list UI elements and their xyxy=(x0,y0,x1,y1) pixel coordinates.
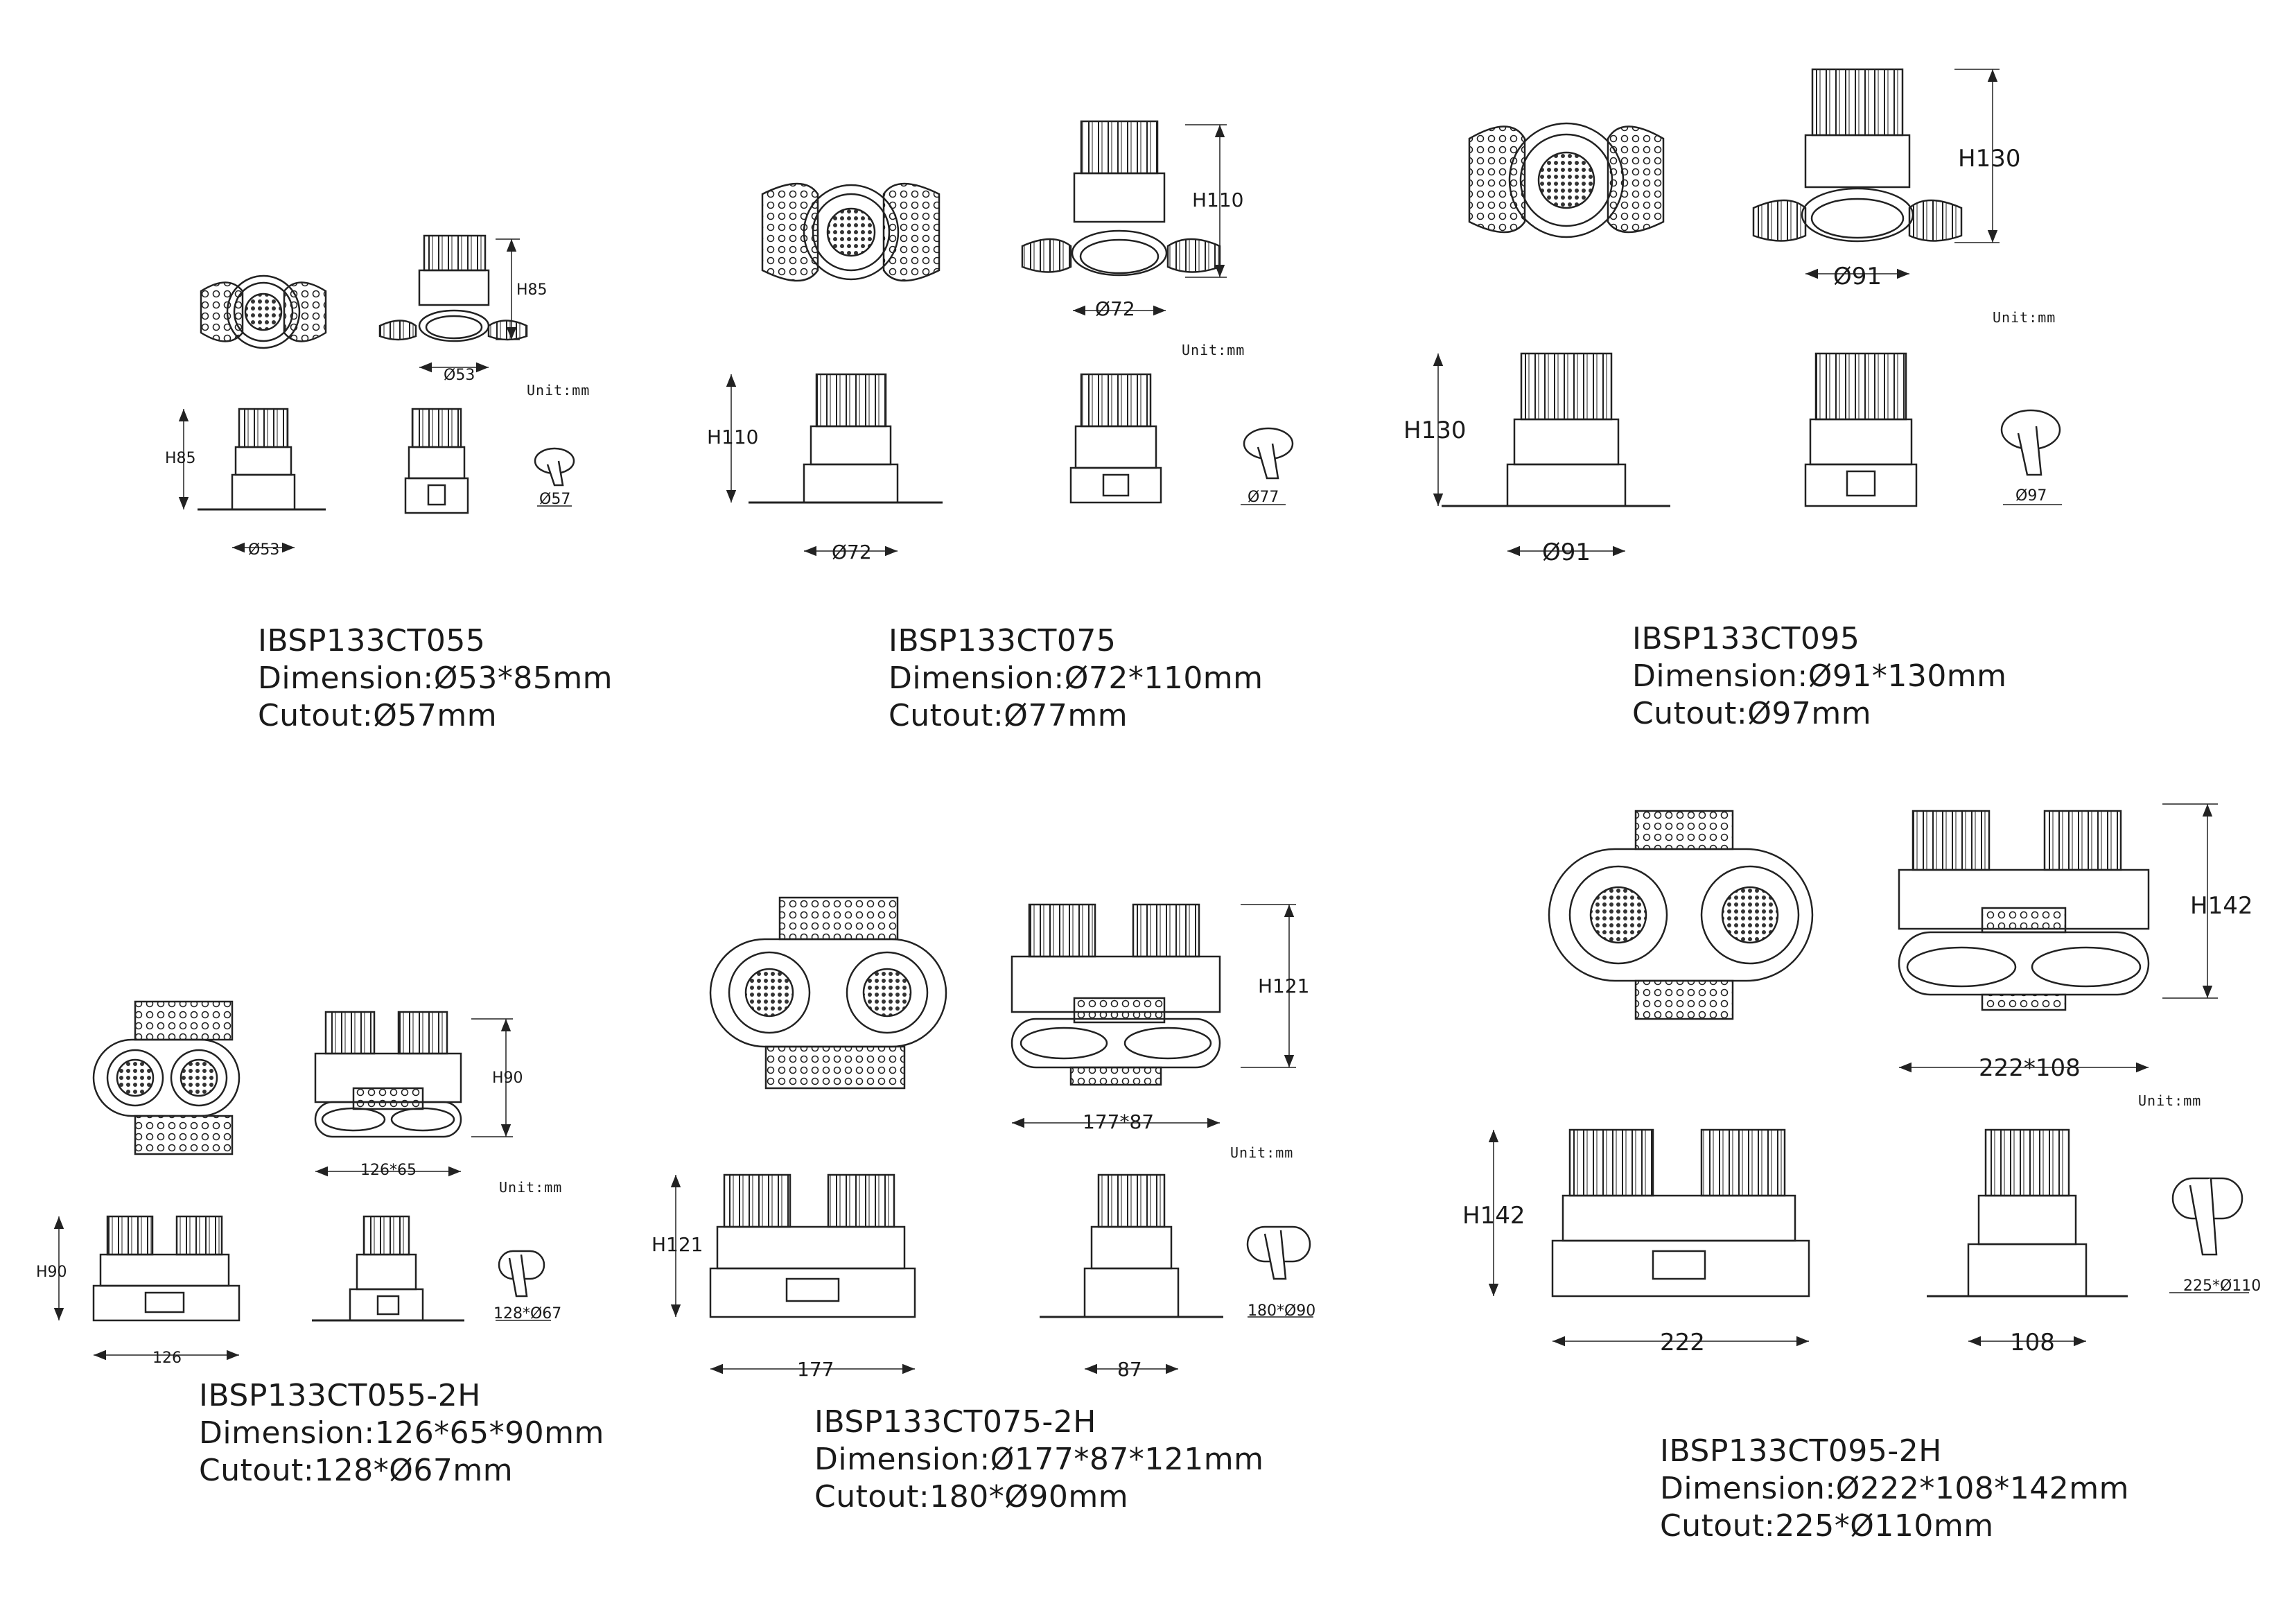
p2-top-width: Ø72 xyxy=(1095,297,1135,320)
p6-unit-label: Unit:mm xyxy=(2138,1092,2201,1109)
p1-unit-label: Unit:mm xyxy=(527,382,590,399)
p6-side-width-2: 108 xyxy=(2010,1329,2055,1356)
model-name: IBSP133CT075-2H xyxy=(814,1404,1096,1440)
p4-side-width: 126 xyxy=(152,1350,182,1367)
p1-top-height: H85 xyxy=(516,281,548,299)
p6-top-height: H142 xyxy=(2190,892,2252,920)
p4-side-height: H90 xyxy=(36,1264,67,1281)
p5-side-height: H121 xyxy=(651,1233,703,1256)
product-1-drawing xyxy=(178,234,575,553)
p1-side-height: H85 xyxy=(165,450,196,467)
p2-cutout-label: Ø77 xyxy=(1248,489,1279,506)
p5-unit-label: Unit:mm xyxy=(1230,1144,1293,1161)
product-3-drawing xyxy=(1433,68,2062,557)
product-caption-5: IBSP133CT075-2H Dimension:Ø177*87*121mm … xyxy=(814,1404,1264,1516)
p6-cutout-label: 225*Ø110 xyxy=(2183,1277,2261,1295)
p3-cutout-label: Ø97 xyxy=(2015,487,2047,505)
p6-top-width: 222*108 xyxy=(1979,1054,2081,1082)
product-caption-1: IBSP133CT055 Dimension:Ø53*85mm Cutout:Ø… xyxy=(258,622,613,735)
dimension-text: Dimension:Ø222*108*142mm xyxy=(1660,1471,2130,1506)
p5-top-height: H121 xyxy=(1258,975,1310,997)
p1-side-width: Ø53 xyxy=(248,541,279,559)
cutout-text: Cutout:128*Ø67mm xyxy=(199,1453,514,1488)
p1-cutout-label: Ø57 xyxy=(539,491,570,508)
p5-top-width: 177*87 xyxy=(1083,1110,1154,1133)
model-name: IBSP133CT095 xyxy=(1632,621,1860,656)
p2-top-height: H110 xyxy=(1192,189,1244,211)
p3-unit-label: Unit:mm xyxy=(1993,309,2056,326)
p3-side-height: H130 xyxy=(1403,417,1466,444)
product-caption-3: IBSP133CT095 Dimension:Ø91*130mm Cutout:… xyxy=(1632,620,2007,733)
dimension-text: Dimension:Ø91*130mm xyxy=(1632,658,2007,694)
p2-side-height: H110 xyxy=(707,426,759,448)
p4-top-width: 126*65 xyxy=(360,1162,417,1179)
model-name: IBSP133CT055 xyxy=(258,623,486,658)
p3-top-height: H130 xyxy=(1958,145,2020,173)
dimension-text: Dimension:126*65*90mm xyxy=(199,1415,604,1451)
cutout-text: Cutout:Ø97mm xyxy=(1632,696,1872,731)
dimension-text: Dimension:Ø53*85mm xyxy=(258,661,613,696)
p4-unit-label: Unit:mm xyxy=(499,1179,562,1196)
p4-cutout-label: 128*Ø67 xyxy=(493,1305,561,1322)
dimension-labels: H85 Ø53 H85 Ø53 Ø57 Unit:mm H110 Ø72 H11… xyxy=(36,145,2261,1381)
product-4-drawing xyxy=(53,1000,551,1361)
p5-side-width: 177 xyxy=(797,1358,834,1381)
product-2-drawing xyxy=(726,120,1294,557)
p4-top-height: H90 xyxy=(492,1069,523,1087)
product-caption-2: IBSP133CT075 Dimension:Ø72*110mm Cutout:… xyxy=(889,622,1263,735)
p5-cutout-label: 180*Ø90 xyxy=(1248,1302,1315,1320)
cutout-text: Cutout:180*Ø90mm xyxy=(814,1479,1129,1514)
p2-unit-label: Unit:mm xyxy=(1182,342,1245,358)
product-caption-6: IBSP133CT095-2H Dimension:Ø222*108*142mm… xyxy=(1660,1433,2129,1545)
cutout-text: Cutout:Ø57mm xyxy=(258,698,498,733)
product-5-drawing xyxy=(670,896,1313,1374)
p3-top-width: Ø91 xyxy=(1833,263,1882,290)
p1-top-width: Ø53 xyxy=(444,367,475,384)
p5-side-width-2: 87 xyxy=(1117,1358,1142,1381)
model-name: IBSP133CT095-2H xyxy=(1660,1433,1942,1469)
dimension-text: Dimension:Ø72*110mm xyxy=(889,661,1263,696)
product-caption-4: IBSP133CT055-2H Dimension:126*65*90mm Cu… xyxy=(199,1377,604,1490)
p2-side-width: Ø72 xyxy=(832,541,872,564)
model-name: IBSP133CT055-2H xyxy=(199,1378,481,1413)
cutout-text: Cutout:Ø77mm xyxy=(889,698,1128,733)
p6-side-height: H142 xyxy=(1462,1202,1525,1230)
product-6-drawing xyxy=(1488,803,2249,1347)
p3-side-width: Ø91 xyxy=(1542,539,1591,566)
cutout-text: Cutout:225*Ø110mm xyxy=(1660,1508,1994,1544)
dimension-text: Dimension:Ø177*87*121mm xyxy=(814,1442,1264,1477)
p6-side-width: 222 xyxy=(1660,1329,1705,1356)
model-name: IBSP133CT075 xyxy=(889,623,1117,658)
